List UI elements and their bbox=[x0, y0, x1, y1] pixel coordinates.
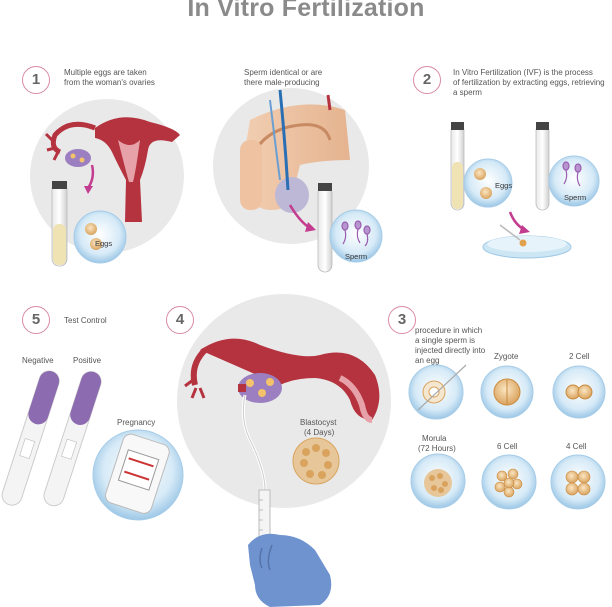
panel4-graphic bbox=[177, 294, 391, 607]
morula-label-line1: Morula bbox=[422, 434, 447, 443]
pregnancy-label: Pregnancy bbox=[117, 418, 156, 427]
panel-sperm-graphic bbox=[213, 88, 383, 273]
sperm-caption-line2: there male-producing bbox=[244, 78, 320, 87]
step-2-badge: 2 bbox=[413, 66, 441, 94]
step-5-badge: 5 bbox=[22, 306, 50, 334]
negative-label: Negative bbox=[22, 356, 54, 365]
step-2-caption-line1: In Vitro Fertilization (IVF) is the proc… bbox=[453, 68, 593, 77]
step-3-badge: 3 bbox=[388, 306, 416, 334]
four-cell-label: 4 Cell bbox=[566, 442, 587, 451]
sperm-label: Sperm bbox=[345, 252, 368, 261]
step-1-caption-line1: Multiple eggs are taken bbox=[64, 68, 147, 77]
step-2-eggs-label: Eggs bbox=[495, 181, 513, 190]
step-3-caption-line2: a single sperm is bbox=[415, 336, 476, 345]
panel2-graphic bbox=[450, 122, 600, 259]
step-2-caption-line3: a sperm bbox=[453, 88, 482, 97]
step-2-caption-line2: of fertilization by extracting eggs, ret… bbox=[453, 78, 605, 87]
step-1-eggs-label: Eggs bbox=[95, 239, 113, 248]
zygote-label: Zygote bbox=[494, 352, 519, 361]
sperm-caption-line1: Sperm identical or are bbox=[244, 68, 323, 77]
step-3-caption-line1: procedure in which bbox=[415, 326, 483, 335]
step-4-badge: 4 bbox=[166, 306, 194, 334]
panel1-graphic bbox=[30, 99, 184, 267]
six-cell-label: 6 Cell bbox=[497, 442, 518, 451]
morula-label-line2: (72 Hours) bbox=[418, 444, 456, 453]
panel3-graphic bbox=[408, 364, 606, 510]
step-2-sperm-label: Sperm bbox=[564, 193, 587, 202]
two-cell-label: 2 Cell bbox=[569, 352, 590, 361]
step-5-caption: Test Control bbox=[64, 316, 107, 325]
step-1-caption-line2: from the woman's ovaries bbox=[64, 78, 155, 87]
step-1-badge: 1 bbox=[22, 66, 50, 94]
page-title: In Vitro Fertilization bbox=[187, 0, 425, 22]
step-3-caption-line3: injected directly into bbox=[415, 346, 486, 355]
positive-label: Positive bbox=[73, 356, 102, 365]
blastocyst-label-line2: (4 Days) bbox=[304, 428, 335, 437]
blastocyst-label-line1: Blastocyst bbox=[300, 418, 337, 427]
panel5-graphic bbox=[1, 370, 184, 521]
step-3-caption-line4: an egg bbox=[415, 356, 440, 365]
